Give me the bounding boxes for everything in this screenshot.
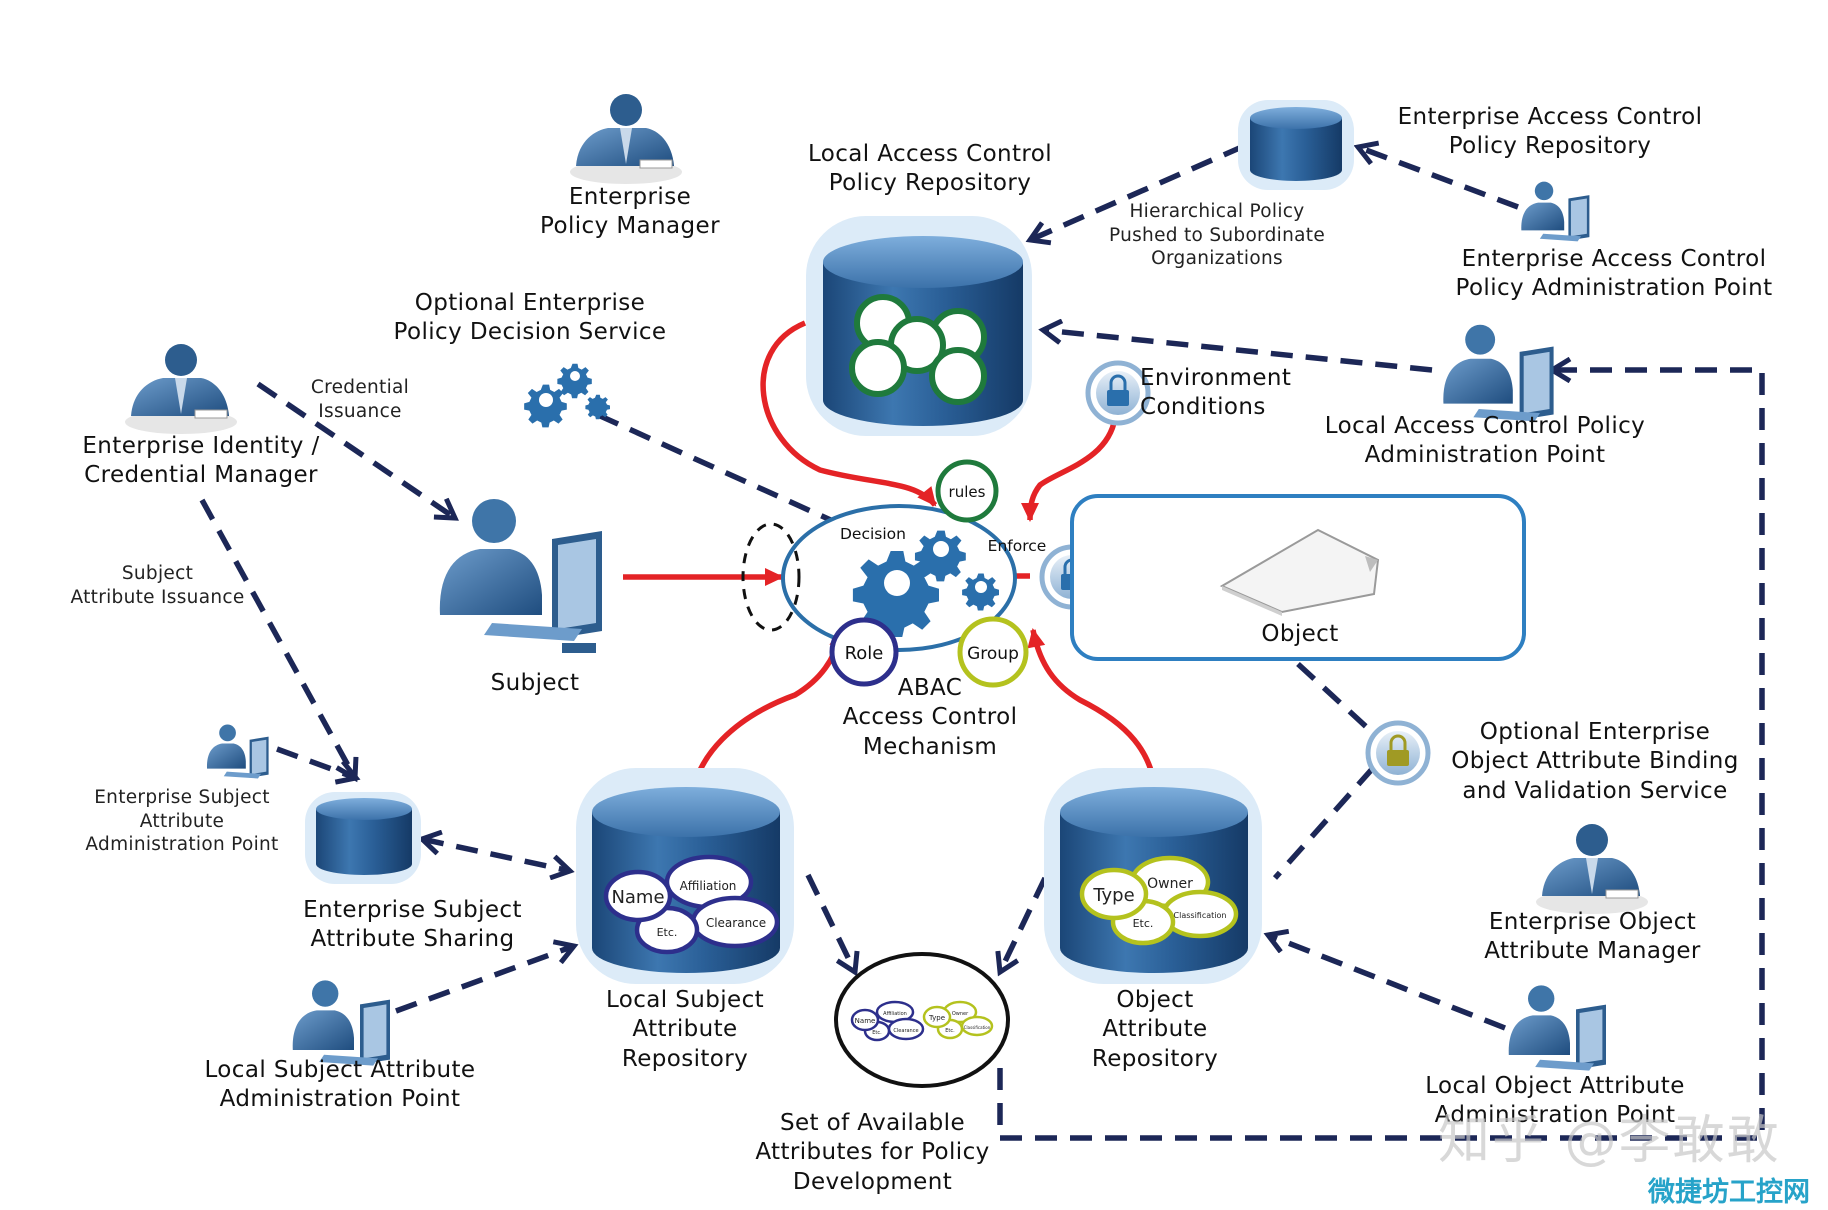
hierarchical-policy-label: Hierarchical Policy Pushed to Subordinat… — [1108, 201, 1326, 270]
edge-local-admin-to-local-repo — [1043, 330, 1433, 373]
decision-label: Decision — [840, 525, 906, 543]
subject-person-at-computer-icon — [439, 499, 602, 653]
local-acp-admin-point-label: Local Access Control Policy Administrati… — [1324, 413, 1646, 469]
object-binding-service-lock-icon — [1365, 720, 1431, 786]
credential-issuance-label: Credential Issuance — [310, 377, 410, 422]
attr-classification-label: Classification — [1174, 911, 1227, 920]
local-acp-repository-label: Local Access Control Policy Repository — [807, 141, 1053, 197]
attr-owner-label: Owner — [1147, 876, 1193, 892]
attr-affiliation-label: Affiliation — [680, 879, 737, 893]
edge-credential-issuance — [256, 381, 455, 518]
edge-esaap-to-sharing — [276, 746, 356, 778]
local-object-attribute-admin-point-label: Local Object Attribute Administration Po… — [1425, 1073, 1685, 1129]
subject-attribute-issuance-label: Subject Attribute Issuance — [70, 563, 245, 608]
local-acp-admin-point-person-icon — [1443, 324, 1554, 422]
attr-name-label: Name — [611, 887, 664, 908]
set-attr-classification: Classification — [964, 1025, 991, 1030]
edge-object-repo-to-set — [1000, 876, 1048, 972]
edge-loaap-to-object-repo — [1268, 935, 1507, 1031]
enterprise-identity-manager-label: Enterprise Identity / Credential Manager — [82, 433, 320, 489]
set-of-available-attributes-ellipse: Name Affiliation Etc. Clearance Type Own… — [834, 952, 1010, 1088]
local-subject-attribute-repository-database-icon: Name Affiliation Etc. Clearance — [576, 768, 794, 984]
policy-decision-service-gears-icon — [524, 363, 610, 428]
edge-sharing-to-local-subject — [422, 839, 570, 871]
subject-entry-port — [741, 522, 801, 632]
enterprise-identity-manager-person-icon — [125, 344, 237, 434]
watermark-site: 微捷坊工控网 — [1648, 1177, 1810, 1208]
edge-object-repo-to-abac — [1027, 628, 1159, 811]
attr-clearance-label: Clearance — [706, 916, 766, 930]
group-badge: Group — [957, 616, 1029, 688]
edge-pds-to-abac — [596, 412, 857, 534]
attr-type-label: Type — [1092, 885, 1134, 906]
enterprise-acp-repository-database-icon — [1238, 100, 1354, 190]
rules-badge: rules — [935, 459, 999, 523]
enforce-label: Enforce — [988, 537, 1047, 555]
rules-label: rules — [949, 483, 986, 501]
set-attr-etc: Etc. — [872, 1030, 882, 1036]
enterprise-acp-admin-point-person-icon — [1521, 181, 1590, 242]
edge-environment-to-abac — [1021, 417, 1118, 522]
object-label: Object — [1261, 621, 1339, 647]
edge-binding-to-object-repo — [1272, 766, 1376, 880]
object-document-icon — [1219, 528, 1380, 616]
set-attr-etc2: Etc. — [945, 1028, 955, 1034]
watermark-text: 知乎 @李敢敢 — [1438, 1111, 1781, 1171]
role-badge: Role — [829, 617, 899, 687]
local-subject-attribute-repository-label: Local Subject Attribute Repository — [605, 987, 765, 1072]
edge-enterprise-to-local-policy — [1030, 143, 1246, 240]
edge-lsaap-to-local-subject — [395, 946, 574, 1014]
subject-label: Subject — [490, 670, 580, 696]
object-frame — [1070, 494, 1526, 661]
attr-etc2-label: Etc. — [1133, 917, 1154, 930]
enterprise-subject-attribute-sharing-database-icon — [305, 792, 421, 884]
enterprise-subject-attribute-admin-point-person-icon — [206, 724, 269, 779]
edge-policy-repo-to-abac — [760, 320, 938, 507]
enterprise-acp-admin-point-label: Enterprise Access Control Policy Adminis… — [1455, 246, 1773, 302]
optional-object-binding-service-label: Optional Enterprise Object Attribute Bin… — [1451, 719, 1739, 804]
object-attribute-repository-database-icon: Type Owner Etc. Classification — [1044, 768, 1262, 984]
enterprise-subject-attribute-sharing-label: Enterprise Subject Attribute Sharing — [303, 897, 522, 953]
group-label: Group — [967, 644, 1019, 664]
edge-object-to-binding — [1296, 661, 1375, 736]
enterprise-acp-repository-label: Enterprise Access Control Policy Reposit… — [1397, 104, 1703, 160]
optional-enterprise-pds-label: Optional Enterprise Policy Decision Serv… — [393, 290, 667, 346]
environment-conditions-label: Environment Conditions — [1140, 365, 1292, 421]
object-attribute-repository-label: Object Attribute Repository — [1091, 987, 1219, 1072]
edge-subject-attribute-issuance — [199, 498, 355, 778]
enterprise-policy-manager-person-icon — [570, 94, 682, 184]
abac-mechanism-label: ABAC Access Control Mechanism — [842, 675, 1018, 760]
local-subject-attribute-admin-point-label: Local Subject Attribute Administration P… — [204, 1057, 476, 1113]
set-of-available-attributes-label: Set of Available Attributes for Policy D… — [755, 1110, 990, 1195]
set-attr-owner: Owner — [952, 1011, 969, 1017]
local-acp-repository-database-icon — [806, 216, 1032, 436]
set-attr-clearance: Clearance — [893, 1028, 918, 1034]
edge-set-to-local-admin-loop — [997, 370, 1765, 1141]
set-attr-type: Type — [928, 1014, 945, 1022]
abac-mechanism: Decision Enforce rules Role Group — [741, 459, 1105, 688]
environment-conditions-lock-icon — [1085, 360, 1151, 426]
set-attr-affiliation: Affiliation — [883, 1011, 907, 1017]
role-label: Role — [845, 643, 884, 664]
edge-eacp-admin-to-repo — [1358, 147, 1519, 210]
enterprise-object-attribute-manager-person-icon — [1536, 824, 1648, 914]
enterprise-policy-manager-label: Enterprise Policy Manager — [540, 184, 720, 240]
enterprise-object-attribute-manager-label: Enterprise Object Attribute Manager — [1484, 909, 1701, 965]
attr-etc-label: Etc. — [657, 926, 678, 939]
enterprise-subject-attribute-admin-point-label: Enterprise Subject Attribute Administrat… — [85, 787, 279, 856]
local-subject-attribute-admin-point-person-icon — [292, 980, 390, 1066]
decision-gears-icon — [852, 530, 999, 638]
edge-subject-repo-to-set — [805, 873, 855, 972]
local-object-attribute-admin-point-person-icon — [1508, 985, 1606, 1071]
set-attr-name: Name — [855, 1017, 876, 1025]
